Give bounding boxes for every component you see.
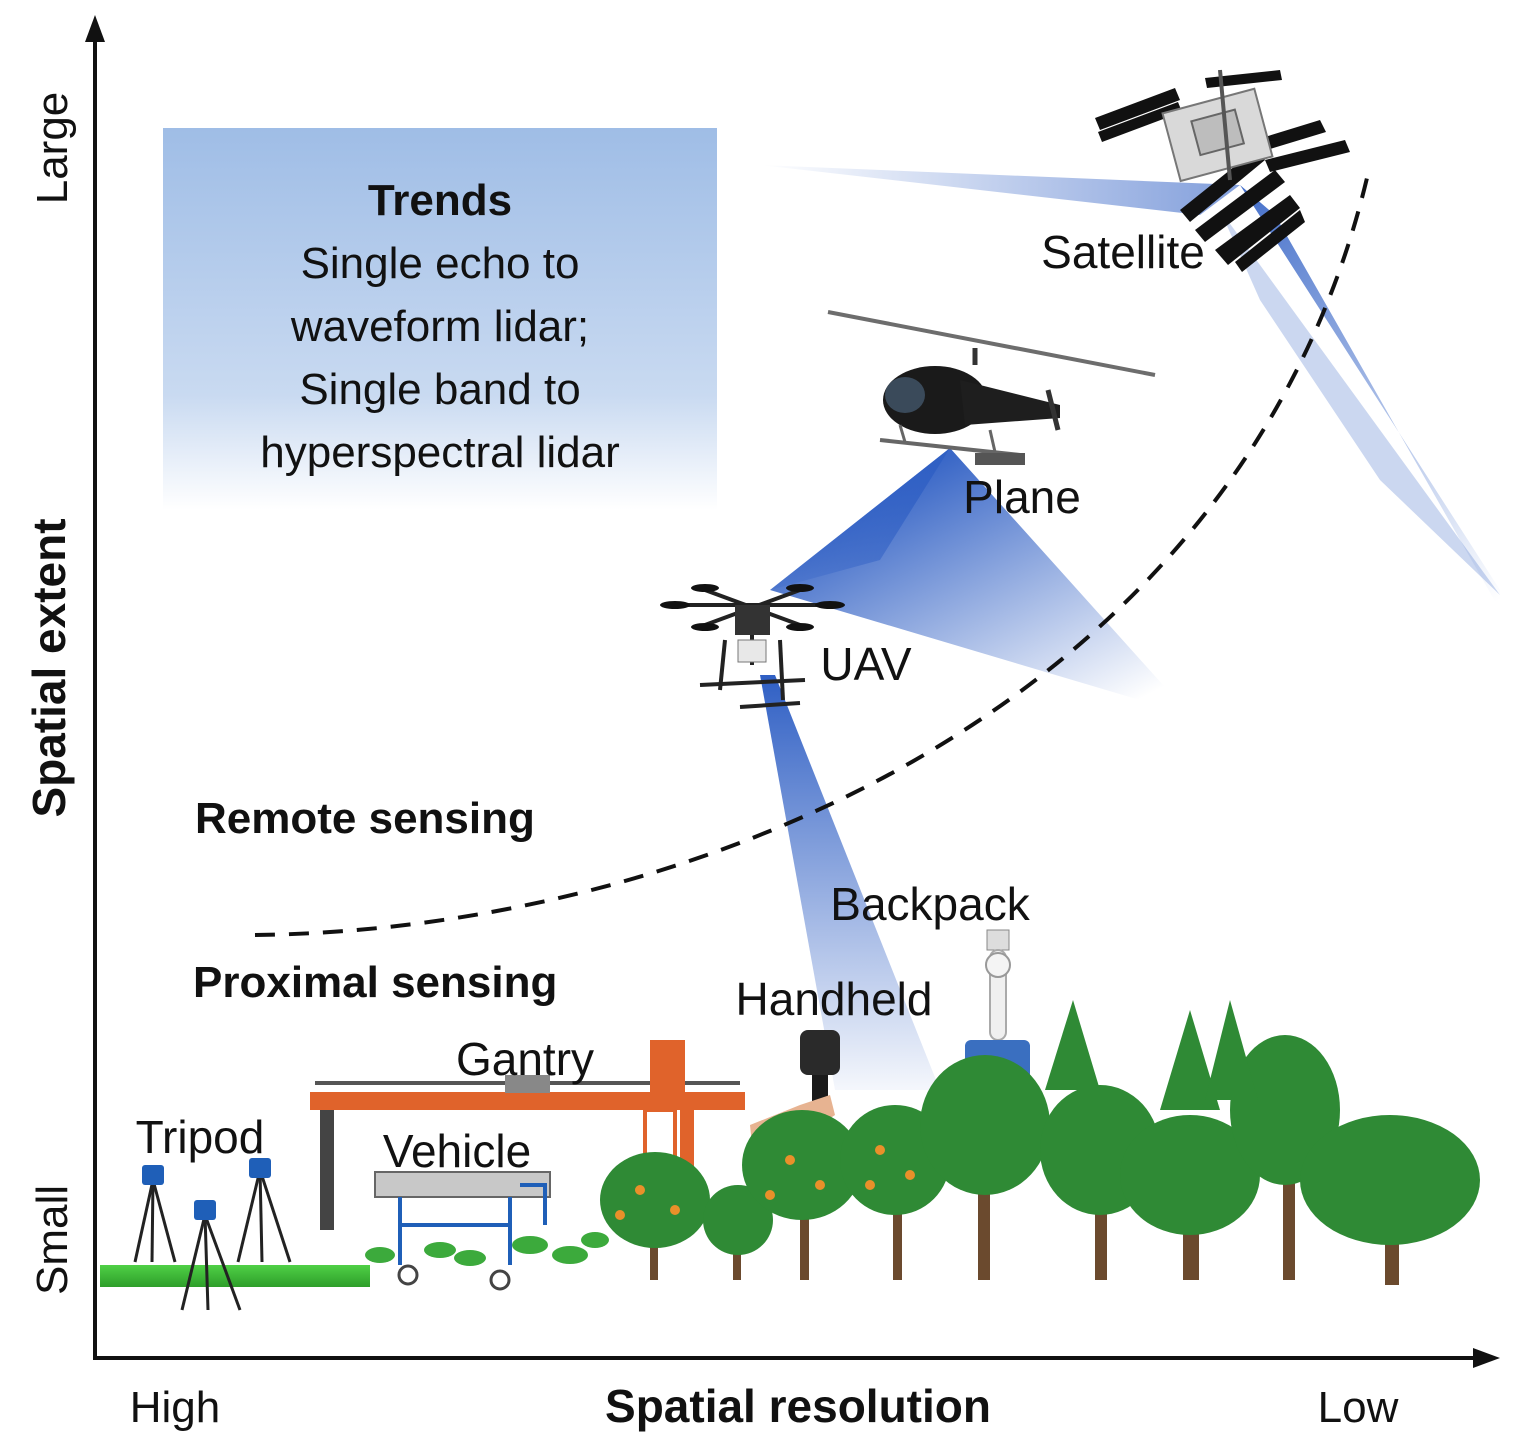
plane-label: Plane (963, 471, 1081, 523)
grass (100, 1265, 370, 1287)
x-axis-title: Spatial resolution (605, 1380, 991, 1432)
tripod-scanners-icon (100, 1158, 370, 1311)
trends-line-4: hyperspectral lidar (260, 428, 620, 477)
x-axis-right-label: Low (1318, 1383, 1399, 1432)
proximal-sensing-label: Proximal sensing (193, 958, 557, 1007)
backpack-label: Backpack (830, 878, 1030, 930)
tree-line-icon (600, 1000, 1480, 1285)
trends-heading: Trends (368, 176, 512, 225)
gantry-label: Gantry (456, 1033, 594, 1085)
remote-sensing-label: Remote sensing (195, 794, 535, 843)
satellite-beam-fill (1220, 210, 1500, 595)
x-axis-left-label: High (130, 1383, 221, 1432)
vehicle-label: Vehicle (383, 1125, 531, 1177)
uav-label: UAV (820, 638, 911, 690)
axes: Spatial extent Large Small Spatial resol… (23, 15, 1500, 1432)
gantry-icon (310, 1040, 745, 1230)
satellite-icon (1095, 69, 1350, 272)
remote-proximal-boundary (254, 164, 1372, 937)
satellite-beam-upper (760, 165, 1240, 215)
y-axis-top-label: Large (28, 92, 77, 205)
y-axis-title: Spatial extent (23, 518, 75, 817)
trends-box-background (163, 128, 717, 510)
uav-icon (660, 584, 845, 709)
trends-box: Trends Single echo to waveform lidar; Si… (163, 128, 717, 510)
uav-beam (760, 675, 940, 1090)
plane-beam-edge (770, 448, 950, 590)
lidar-beams (760, 165, 1500, 1090)
trends-line-2: waveform lidar; (290, 302, 589, 351)
trends-line-3: Single band to (299, 365, 580, 414)
plane-icon (827, 310, 1156, 465)
y-axis-arrow-icon (85, 15, 105, 42)
x-axis-arrow-icon (1473, 1348, 1500, 1368)
handheld-label: Handheld (736, 973, 933, 1025)
vehicle-icon (365, 1171, 609, 1291)
satellite-label: Satellite (1041, 226, 1205, 278)
y-axis-bottom-label: Small (28, 1185, 77, 1295)
tripod-label: Tripod (136, 1111, 265, 1163)
trends-line-1: Single echo to (301, 239, 580, 288)
